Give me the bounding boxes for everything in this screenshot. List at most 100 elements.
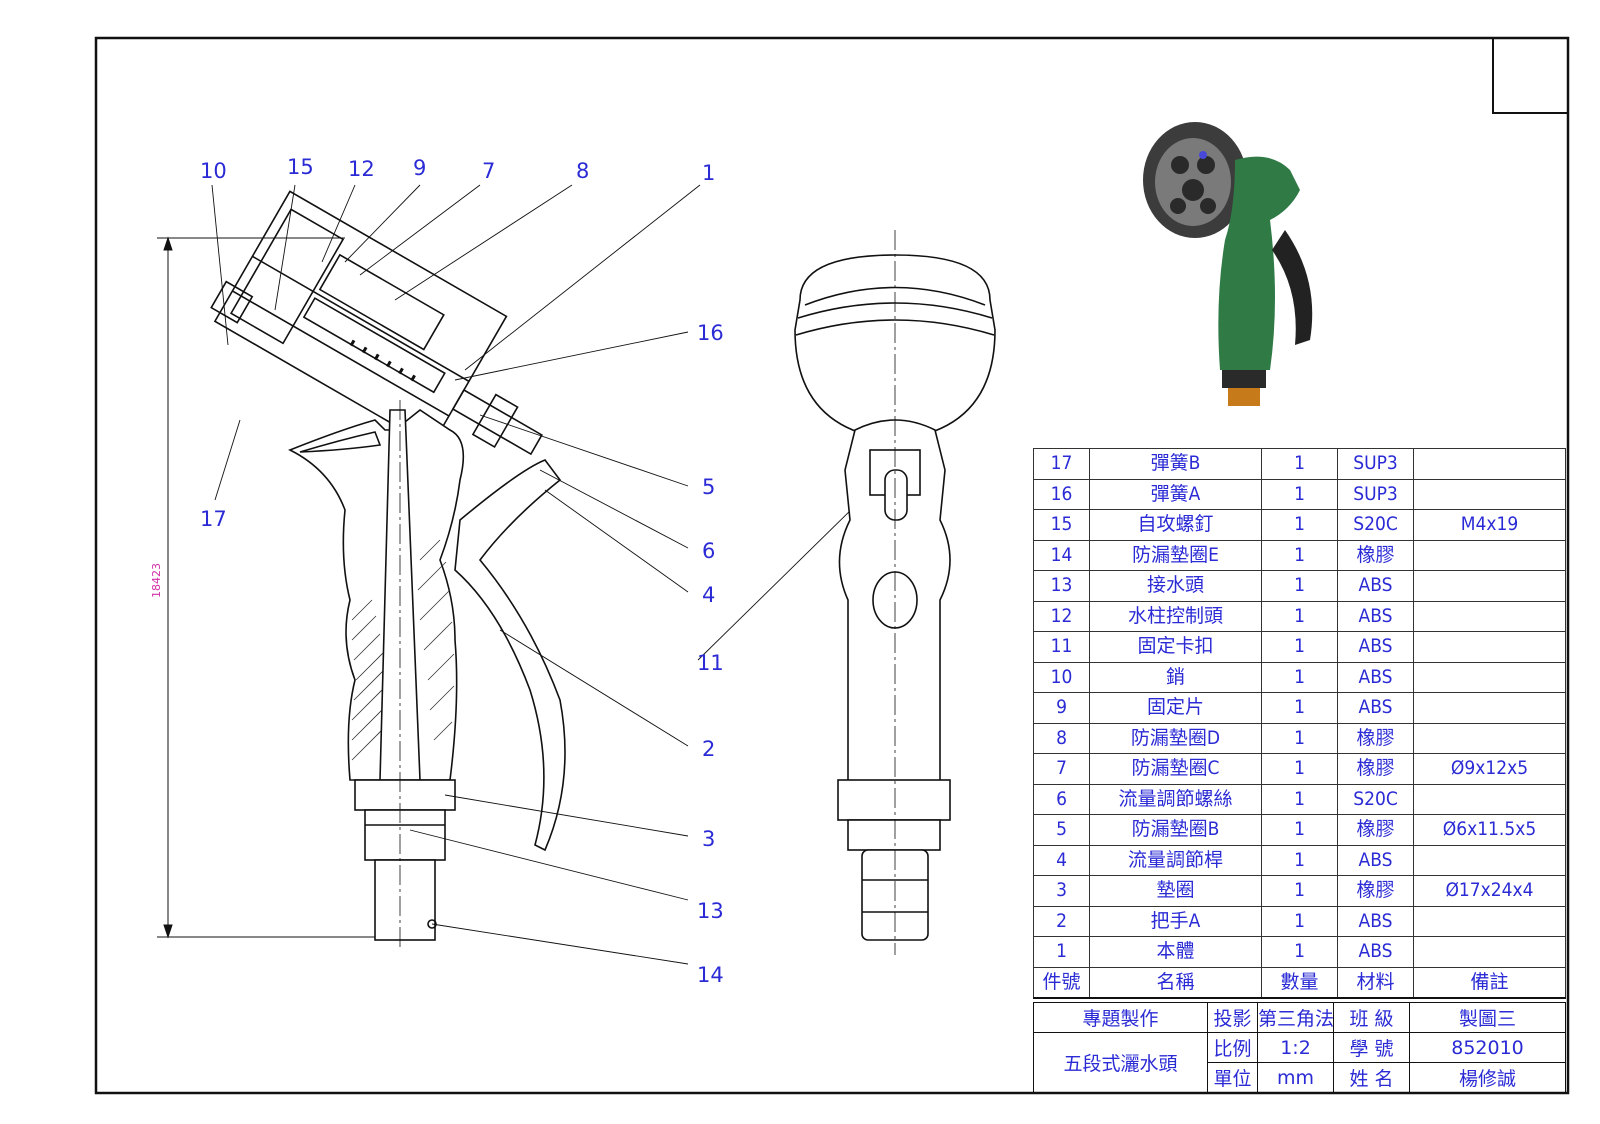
bom-cell-material: ABS [1337,905,1414,937]
callout-13: 13 [697,899,724,923]
bom-cell-material: ABS [1337,936,1414,968]
bom-cell-qty: 數量 [1261,966,1338,999]
callout-2: 2 [702,737,715,761]
bom-cell-no: 3 [1033,875,1090,907]
bom-cell-remark [1413,600,1566,632]
class-value: 製圖三 [1409,1002,1566,1033]
leader-lines [211,184,857,965]
bom-cell-material: ABS [1337,844,1414,876]
bom-cell-no: 1 [1033,936,1090,968]
dimension-text: 18423 [150,563,163,598]
callout-10: 10 [200,159,227,183]
bom-cell-no: 17 [1033,448,1090,480]
bom-cell-material: 橡膠 [1337,539,1414,571]
bom-cell-name: 名稱 [1089,966,1262,999]
bom-cell-qty: 1 [1261,844,1338,876]
bom-cell-name: 接水頭 [1089,570,1262,602]
unit-value: mm [1257,1062,1334,1093]
bom-cell-name: 彈簧A [1089,478,1262,510]
bom-cell-material: 橡膠 [1337,753,1414,785]
scale-label: 比例 [1207,1032,1258,1063]
bom-cell-no: 11 [1033,631,1090,663]
trigger [454,459,566,852]
bom-cell-qty: 1 [1261,448,1338,480]
bom-cell-no: 13 [1033,570,1090,602]
height-dimension [157,236,375,939]
bom-cell-remark [1413,936,1566,968]
bom-cell-material: ABS [1337,600,1414,632]
bom-header-row: 件號名稱數量材料備註 [1033,966,1566,999]
callout-11: 11 [697,651,724,675]
bom-cell-qty: 1 [1261,692,1338,724]
bom-cell-no: 12 [1033,600,1090,632]
bom-cell-qty: 1 [1261,905,1338,937]
grip-body [288,409,465,781]
bom-cell-no: 4 [1033,844,1090,876]
callout-1: 1 [702,161,715,185]
bom-cell-material: 橡膠 [1337,814,1414,846]
bom-cell-remark [1413,539,1566,571]
callout-7: 7 [482,159,495,183]
bom-cell-name: 把手A [1089,905,1262,937]
projection-label: 投影 [1207,1002,1258,1033]
bom-cell-qty: 1 [1261,600,1338,632]
callout-3: 3 [702,827,715,851]
bom-cell-name: 流量調節桿 [1089,844,1262,876]
section-view [210,190,566,950]
bom-cell-material: SUP3 [1337,448,1414,480]
bom-cell-name: 防漏墊圈E [1089,539,1262,571]
nozzle-head [210,190,543,456]
bom-cell-remark [1413,905,1566,937]
bom-cell-name: 固定卡扣 [1089,631,1262,663]
bom-cell-remark [1413,722,1566,754]
callout-16: 16 [697,321,724,345]
sheet-border [94,36,1570,1095]
bom-cell-qty: 1 [1261,814,1338,846]
product-render [1143,122,1313,406]
title-block: 專題製作 投影 第三角法 班 級 製圖三 五段式灑水頭 比例 1:2 學 號 8… [1033,1002,1566,1093]
bom-cell-material: SUP3 [1337,478,1414,510]
bom-cell-material: 橡膠 [1337,722,1414,754]
bom-cell-qty: 1 [1261,875,1338,907]
bom-cell-no: 9 [1033,692,1090,724]
bom-cell-qty: 1 [1261,478,1338,510]
bom-cell-no: 7 [1033,753,1090,785]
bom-cell-qty: 1 [1261,753,1338,785]
callout-5: 5 [702,475,715,499]
bom-cell-remark [1413,631,1566,663]
project-label: 專題製作 [1033,1002,1208,1033]
bom-cell-remark [1413,661,1566,693]
bom-cell-name: 防漏墊圈D [1089,722,1262,754]
bom-cell-remark: 備註 [1413,966,1566,999]
bom-cell-name: 流量調節螺絲 [1089,783,1262,815]
bom-cell-qty: 1 [1261,936,1338,968]
callout-14: 14 [697,963,724,987]
bom-cell-no: 16 [1033,478,1090,510]
callout-4: 4 [702,583,715,607]
bom-cell-no: 6 [1033,783,1090,815]
bom-cell-qty: 1 [1261,631,1338,663]
bom-cell-material: ABS [1337,631,1414,663]
bom-cell-material: ABS [1337,692,1414,724]
bom-cell-remark: Ø17x24x4 [1413,875,1566,907]
callout-labels: 10 15 12 9 7 8 1 16 5 6 4 11 2 3 13 14 1… [200,155,724,987]
bom-cell-material: S20C [1337,783,1414,815]
bom-cell-name: 固定片 [1089,692,1262,724]
bom-cell-qty: 1 [1261,783,1338,815]
